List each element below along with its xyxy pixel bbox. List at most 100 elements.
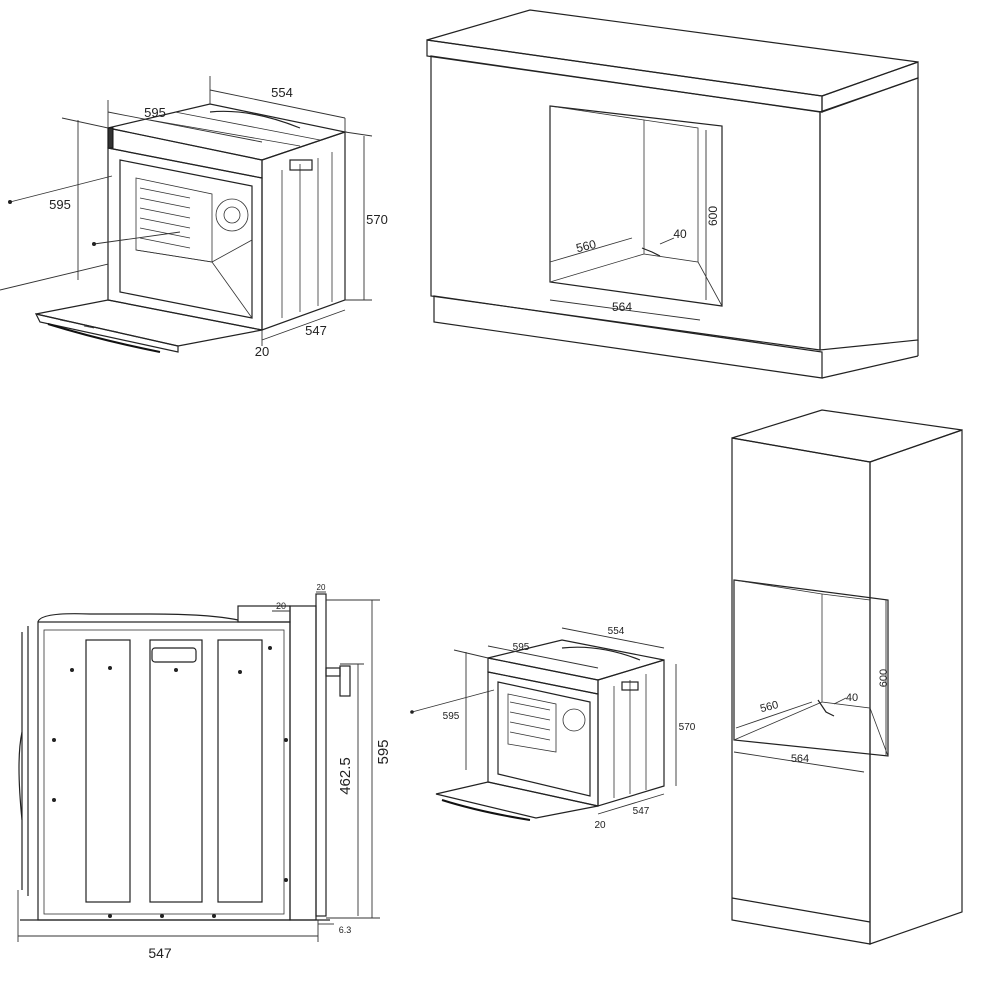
side-view-panel-2 [149, 639, 203, 903]
side-view-top-step [237, 605, 291, 623]
cabinet-plinth-side [821, 355, 919, 379]
side-view-body [37, 621, 291, 921]
side-view-top-curve [37, 613, 239, 623]
small-oven-cavity [497, 681, 591, 797]
oven-door-edge [34, 313, 179, 353]
column-side [869, 429, 963, 945]
dim-ext [344, 131, 373, 137]
side-view-control-panel [315, 593, 327, 917]
label-vent: 40 [673, 227, 687, 241]
column-front [731, 437, 871, 945]
label-front-height: 595 [49, 197, 71, 212]
cabinet-vent-notch [641, 247, 661, 257]
dim-leader [93, 231, 181, 245]
side-view-knob-base [325, 667, 341, 677]
dim-line-front-width [107, 111, 263, 143]
side-view-front-frame [289, 605, 317, 921]
dim-leader-vent [659, 237, 675, 245]
dim-leader [9, 175, 113, 203]
dim-leader [411, 689, 495, 713]
label-niche-width: 564 [791, 753, 809, 765]
dim-ext [0, 263, 109, 291]
small-oven-fan [562, 708, 586, 732]
oven-fan-center [223, 206, 241, 224]
small-oven-handle [441, 799, 531, 821]
dim-ext [453, 649, 489, 659]
dim-line-niche-depth [735, 701, 813, 729]
dim-line-depth-top [209, 89, 346, 119]
column-plinth-line [731, 897, 871, 923]
side-view-rear-bulge [18, 731, 23, 821]
label-body-height: 570 [366, 212, 388, 227]
cabinet-worktop-top [426, 9, 919, 97]
side-view-panel-1 [85, 639, 131, 903]
dim-dot [8, 200, 12, 204]
small-oven-side [597, 659, 665, 807]
dim-line-niche-width [733, 751, 865, 773]
label-front-width: 595 [144, 105, 166, 120]
oven-drawing-top-left: 595 554 595 570 547 20 [0, 76, 388, 359]
small-oven-side-ribs [613, 674, 647, 798]
column-niche-depth [733, 579, 889, 757]
label-niche-height: 600 [706, 206, 720, 226]
side-view-rear-edge [21, 626, 29, 896]
oven-cavity-back [135, 177, 213, 263]
label-panel: 6.3 [339, 925, 352, 935]
dim-dot [92, 242, 96, 246]
side-view-screws [52, 646, 288, 918]
oven-side-ribs [281, 152, 333, 318]
cabinet-niche [549, 105, 723, 307]
panel-edge [107, 127, 114, 149]
label-niche-depth: 560 [575, 237, 598, 256]
label-front-width: 595 [513, 642, 530, 653]
label-niche-height: 600 [878, 669, 890, 687]
label-body-depth: 547 [305, 323, 327, 338]
oven-side-view: 20 20 595 462.5 547 6.3 [17, 583, 392, 961]
dim-line-front-width [487, 645, 599, 669]
oven-rack-lines [139, 187, 191, 249]
label-door-gap: 20 [255, 344, 269, 359]
label-body-height: 570 [679, 722, 696, 733]
cabinet-niche-depth [549, 105, 723, 307]
label-top-gap-small: 20 [317, 583, 326, 592]
oven-top-ribs [149, 111, 321, 147]
label-niche-width: 564 [612, 300, 632, 314]
label-front-height: 595 [443, 711, 460, 722]
column-top [731, 409, 963, 463]
column-vent-notch [817, 699, 835, 717]
dim-line-niche-width [549, 299, 701, 321]
small-oven-racks [509, 701, 551, 741]
oven-door-handle [47, 323, 161, 353]
label-niche-depth: 560 [759, 699, 780, 715]
column-niche-back [821, 593, 871, 709]
side-view-handle-slot [151, 647, 197, 663]
label-vent: 40 [846, 692, 858, 704]
dim-line-body-depth [261, 309, 346, 341]
dim-line-body-depth [597, 793, 665, 815]
column-drawing-bottom-right: 600 560 40 564 [731, 409, 963, 945]
label-depth-top: 554 [608, 626, 625, 637]
oven-side-body [261, 131, 346, 331]
label-inner-height: 462.5 [337, 757, 354, 795]
dim-dot [410, 710, 414, 714]
small-oven-cavity-back [507, 693, 557, 753]
oven-side-bracket [289, 159, 313, 171]
label-depth: 547 [148, 945, 172, 961]
oven-cavity-floor [135, 239, 253, 319]
small-oven-door [435, 781, 599, 819]
side-view-panel-3 [217, 639, 263, 903]
label-door-gap: 20 [594, 820, 606, 831]
oven-door-vents [59, 319, 143, 339]
cabinet-worktop-side [821, 61, 919, 113]
label-depth-top: 554 [271, 85, 293, 100]
cabinet-niche-back [643, 119, 699, 263]
label-height: 595 [375, 739, 392, 764]
cabinet-drawing-top-right: 600 560 40 564 [426, 9, 919, 379]
dim-leader-vent [833, 697, 847, 705]
label-body-depth: 547 [633, 806, 650, 817]
dim-line-niche-depth [549, 237, 633, 263]
small-oven-bracket [621, 681, 639, 691]
label-top-gap: 20 [276, 601, 286, 611]
dim-line-depth-top [561, 627, 665, 649]
